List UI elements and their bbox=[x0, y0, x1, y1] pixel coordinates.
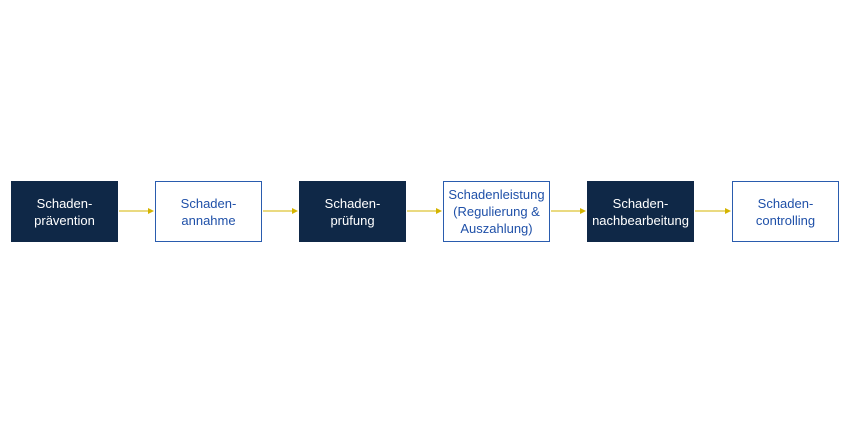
step-label: Schaden- controlling bbox=[755, 195, 816, 228]
step-label: Schaden- prävention bbox=[34, 195, 95, 228]
step-label: Schaden- annahme bbox=[180, 195, 237, 228]
step-schadenannahme: Schaden- annahme bbox=[155, 181, 262, 242]
step-label: Schaden- prüfung bbox=[324, 195, 381, 228]
step-schadenpraevention: Schaden- prävention bbox=[11, 181, 118, 242]
step-schadencontrolling: Schaden- controlling bbox=[732, 181, 839, 242]
step-schadenpruefung: Schaden- prüfung bbox=[299, 181, 406, 242]
step-label: Schaden- nachbearbeitung bbox=[592, 195, 689, 228]
step-label: Schadenleistung (Regulierung & Auszahlun… bbox=[448, 187, 545, 236]
step-schadenleistung: Schadenleistung (Regulierung & Auszahlun… bbox=[443, 181, 550, 242]
step-schadennachbearbeitung: Schaden- nachbearbeitung bbox=[587, 181, 694, 242]
